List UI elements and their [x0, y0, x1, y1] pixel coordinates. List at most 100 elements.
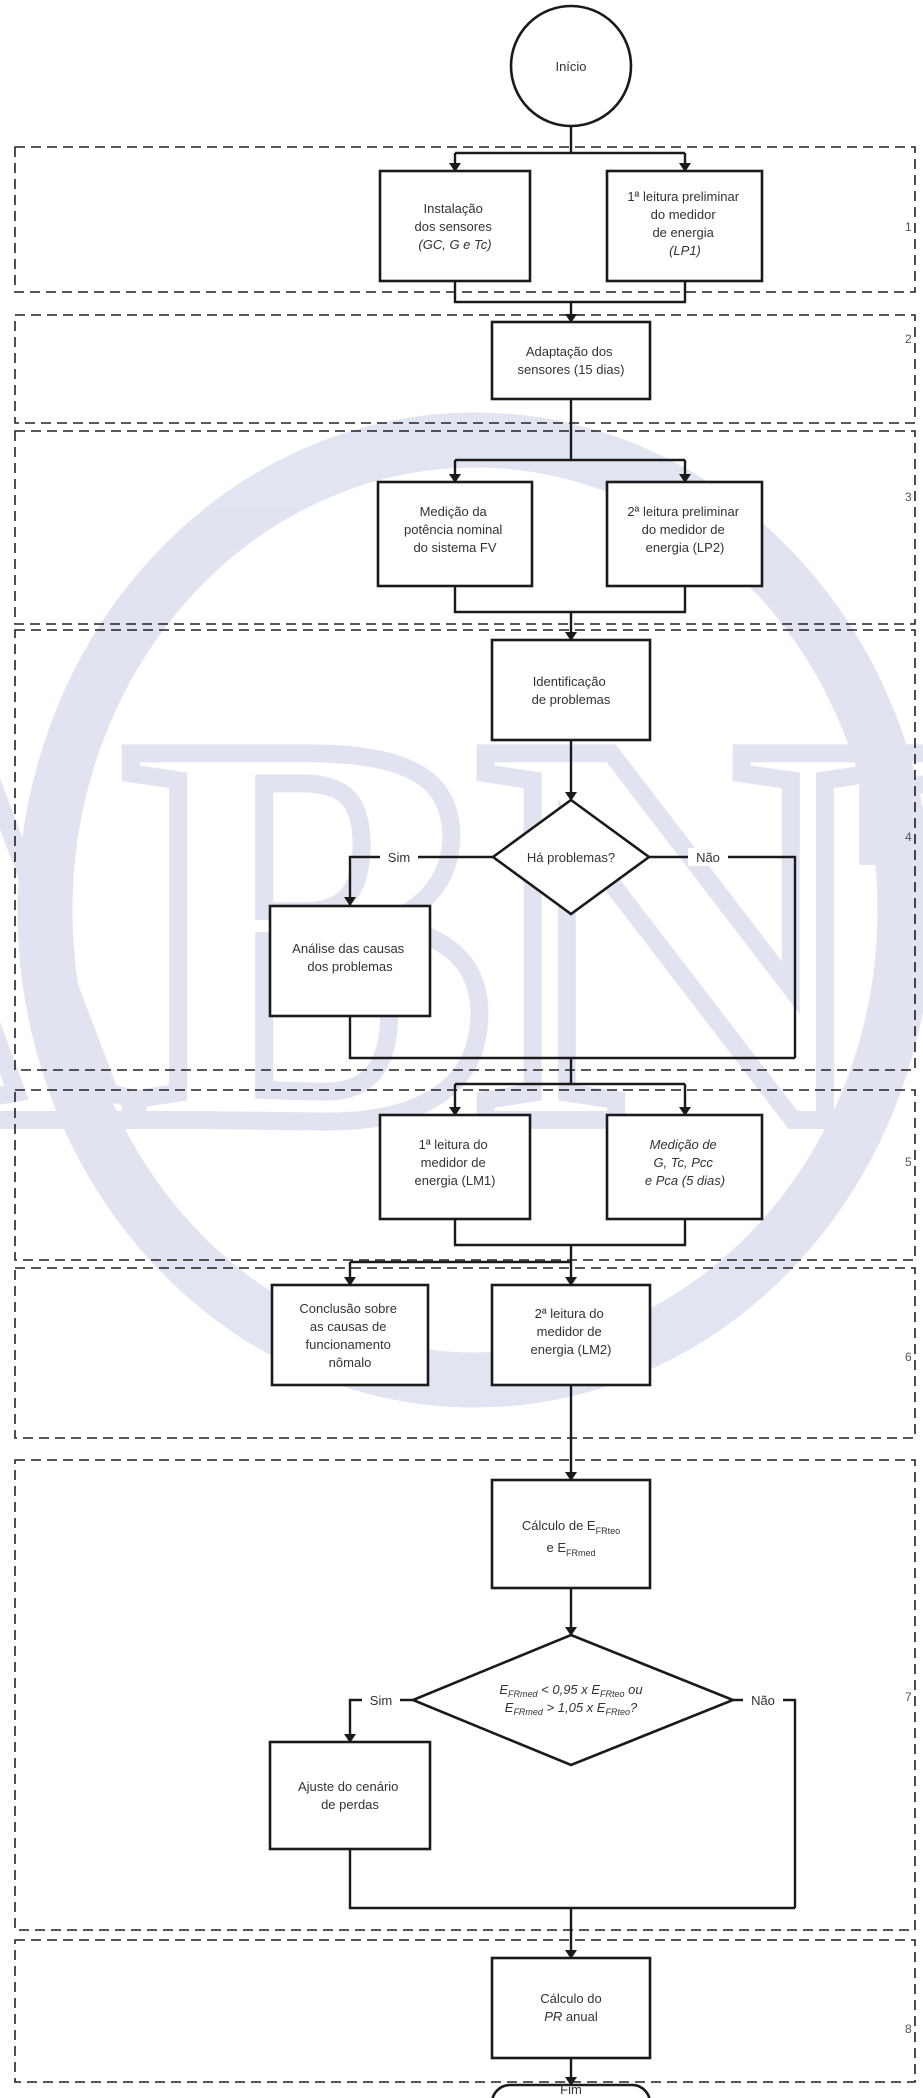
analysis-node: Análise das causas dos problemas — [268, 904, 432, 1018]
calc-e-sub: FRteo — [596, 1526, 621, 1536]
deviation-decision: EFRmed < 0,95 x EFRteo ou EFRmed > 1,05 … — [409, 1633, 737, 1767]
node-line: 1ª leitura preliminar — [627, 189, 739, 204]
watermark-ring — [17, 412, 923, 1408]
node-line: do medidor — [651, 207, 717, 222]
connector — [348, 1016, 795, 1060]
arrowhead — [565, 1950, 577, 1959]
analysis-label: Análise das causas dos problemas — [292, 941, 408, 974]
deviation-diamond — [409, 1633, 737, 1767]
arrowhead — [565, 1472, 577, 1481]
nominal-power-node: Medição da potência nominal do sistema F… — [376, 480, 534, 588]
deviation-sub: FRteo — [600, 1689, 625, 1699]
node-line: e Pca (5 dias) — [645, 1173, 725, 1188]
node-line: (GC, G e Tc) — [418, 237, 491, 252]
start-label: Início — [555, 59, 586, 74]
adapt-label: Adaptação dos sensores (15 dias) — [518, 344, 625, 377]
deviation-line-2: EFRmed > 1,05 x EFRteo? — [505, 1700, 638, 1717]
stage-7-box — [14, 1459, 916, 1931]
stage-number: 3 — [905, 490, 912, 504]
connector — [348, 1848, 795, 1910]
pr-label-line-1: Cálculo do — [540, 1991, 601, 2006]
arrowhead — [565, 1277, 577, 1286]
lp2-label: 2ª leitura preliminar do medidor de ener… — [627, 504, 742, 555]
edge-label-bg — [688, 848, 728, 866]
node-line: potência nominal — [404, 522, 502, 537]
install-sensors-label: Instalação dos sensores (GC, G e Tc) — [415, 201, 496, 252]
node-line: do sistema FV — [413, 540, 496, 555]
node-line: de energia — [652, 225, 714, 240]
edge-label-yes: Sim — [388, 850, 410, 865]
nominal-power-box — [376, 480, 534, 588]
arrowhead — [449, 474, 461, 483]
arrowhead — [449, 1107, 461, 1116]
deviation-part: > 1,05 x E — [543, 1700, 606, 1715]
deviation-part: < 0,95 x E — [538, 1682, 601, 1697]
lm1-node: 1ª leitura do medidor de energia (LM1) — [378, 1113, 532, 1221]
pr-italic: PR — [544, 2009, 562, 2024]
node-line: energia (LM2) — [531, 1342, 612, 1357]
deviation-part: ? — [630, 1700, 638, 1715]
arrowhead — [565, 2077, 577, 2086]
lp1-box — [605, 169, 764, 283]
connector — [453, 280, 687, 304]
measure-box — [605, 1113, 764, 1221]
identify-box — [490, 638, 652, 742]
adjust-box — [268, 1740, 432, 1851]
node-line: 2ª leitura do — [535, 1306, 604, 1321]
deviation-part: E — [505, 1700, 514, 1715]
start-node: Início — [509, 4, 633, 128]
calc-e-main: Cálculo de E — [522, 1518, 596, 1533]
arrowhead — [565, 632, 577, 641]
deviation-sub: FRmed — [513, 1707, 543, 1717]
end-label: Fim — [560, 2082, 582, 2097]
start-circle — [509, 4, 633, 128]
adjust-node: Ajuste do cenário de perdas — [268, 1740, 432, 1851]
stage-number: 5 — [905, 1155, 912, 1169]
identify-node: Identificação de problemas — [490, 638, 652, 742]
arrowheads — [344, 163, 691, 2086]
node-line: de problemas — [532, 692, 611, 707]
lp1-label: 1ª leitura preliminar do medidor de ener… — [627, 189, 742, 258]
install-sensors-node: Instalação dos sensores (GC, G e Tc) — [378, 169, 532, 283]
lm1-label: 1ª leitura do medidor de energia (LM1) — [415, 1137, 496, 1188]
calc-e-node: Cálculo de EFRteo e EFRmed — [490, 1478, 652, 1590]
edge-label-yes: Sim — [370, 1693, 392, 1708]
node-line: nômalo — [329, 1355, 372, 1370]
stage-1-box — [14, 146, 916, 293]
conclusion-box — [270, 1283, 430, 1387]
pr-rest: anual — [562, 2009, 598, 2024]
node-line: Adaptação dos — [526, 344, 613, 359]
lp1-node: 1ª leitura preliminar do medidor de ener… — [605, 169, 764, 283]
adapt-node: Adaptação dos sensores (15 dias) — [490, 320, 652, 401]
connector — [453, 585, 687, 614]
arrowhead — [344, 897, 356, 906]
node-line: (LP1) — [669, 243, 701, 258]
lp2-node: 2ª leitura preliminar do medidor de ener… — [605, 480, 764, 588]
pr-node: Cálculo do PR anual — [490, 1956, 652, 2060]
node-line: funcionamento — [306, 1337, 391, 1352]
adjust-label: Ajuste do cenário de perdas — [298, 1779, 402, 1812]
arrowhead — [679, 474, 691, 483]
stage-2-box — [14, 314, 916, 424]
edge-label-no: Não — [751, 1693, 775, 1708]
conclusion-node: Conclusão sobre as causas de funcionamen… — [270, 1283, 430, 1387]
lm1-box — [378, 1113, 532, 1221]
node-line: Conclusão sobre — [299, 1301, 397, 1316]
deviation-sub: FRmed — [508, 1689, 538, 1699]
arrowhead — [344, 1277, 356, 1286]
stage-number: 2 — [905, 332, 912, 346]
node-line: as causas de — [310, 1319, 387, 1334]
deviation-part: E — [499, 1682, 508, 1697]
arrowhead — [565, 314, 577, 323]
stage-8-box — [14, 1939, 916, 2083]
install-sensors-box — [378, 169, 532, 283]
deviation-sub: FRteo — [605, 1707, 630, 1717]
arrowhead — [449, 163, 461, 172]
stage-4-box — [14, 629, 916, 1071]
node-line: Análise das causas — [292, 941, 405, 956]
calc-e-line-1: Cálculo de EFRteo — [522, 1518, 620, 1536]
node-line: Ajuste do cenário — [298, 1779, 398, 1794]
lm2-label: 2ª leitura do medidor de energia (LM2) — [531, 1306, 612, 1357]
node-line: G, Tc, Pcc — [653, 1155, 713, 1170]
